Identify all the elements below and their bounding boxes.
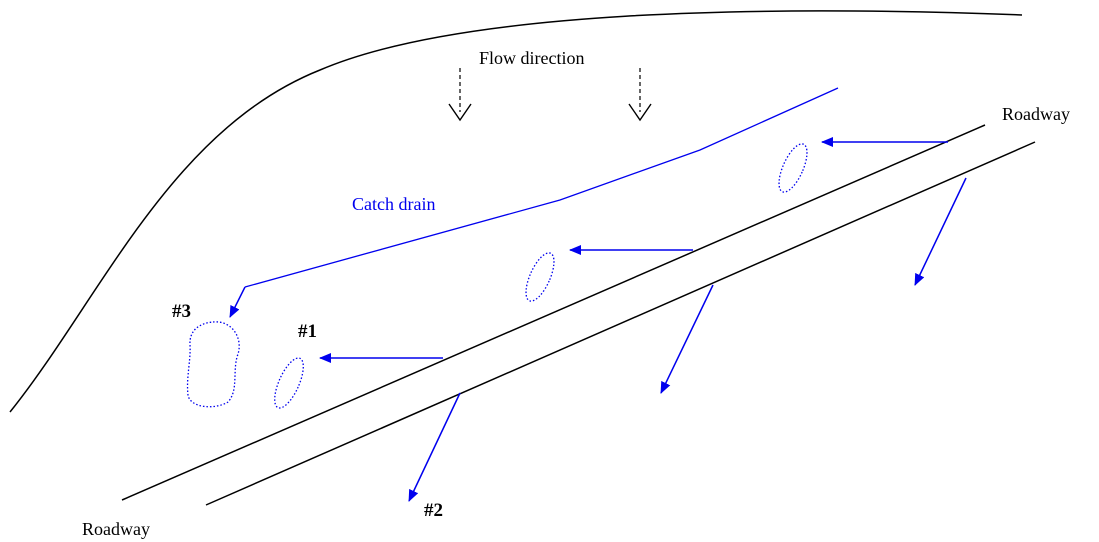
catch-drain-label: Catch drain: [352, 194, 435, 214]
catch-drain-outlet-arrow: [229, 286, 246, 318]
flow-arrow-left: [448, 68, 472, 122]
flow-direction-label: Flow direction: [479, 48, 585, 68]
runoff-arrow-downslope-middle: [660, 284, 714, 394]
roadway-upper-edge: [121, 124, 986, 501]
ponding-area-upper: [778, 143, 808, 193]
ponding-area-3: [186, 321, 240, 408]
ponding-area-1: [274, 357, 304, 409]
roadway-label-bottom: Roadway: [82, 519, 150, 539]
runoff-arrow-downslope-upper: [914, 177, 967, 286]
ponding-area-middle: [525, 252, 555, 302]
marker-3-label: #3: [172, 301, 191, 322]
marker-1-label: #1: [298, 321, 317, 342]
marker-2-label: #2: [424, 500, 443, 521]
roadway-label-top: Roadway: [1002, 104, 1070, 124]
catch-drain-line: [244, 87, 839, 288]
runoff-arrow-2: [408, 392, 461, 502]
hillside-curve: [9, 10, 1023, 413]
roadway-lower-edge: [205, 141, 1036, 506]
flow-arrow-right: [628, 68, 652, 122]
